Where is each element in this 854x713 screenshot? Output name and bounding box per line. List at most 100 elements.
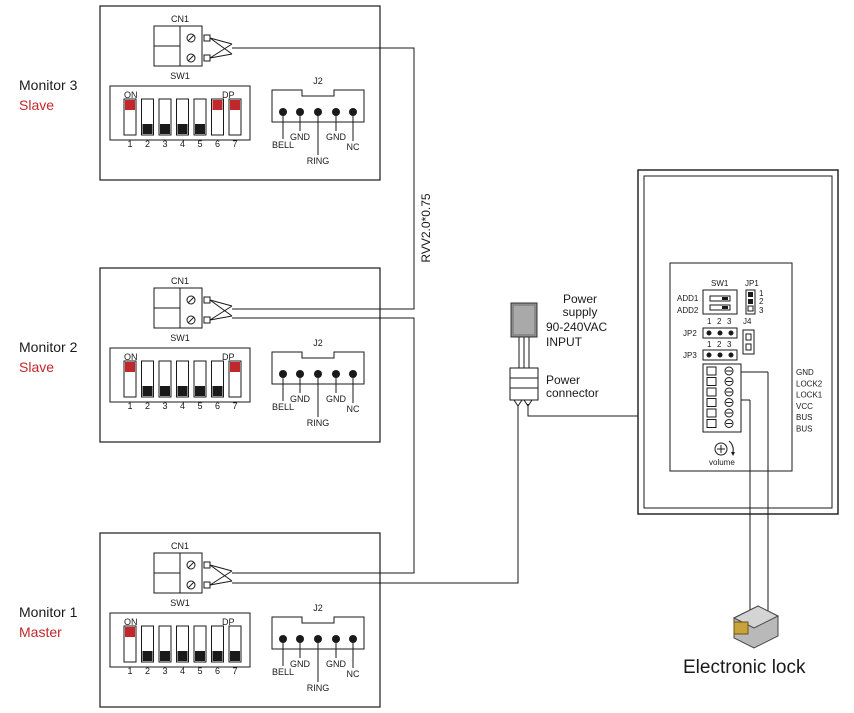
j2-connector [271, 351, 365, 385]
j2-pin [314, 370, 322, 378]
dip-number: 1 [127, 666, 132, 676]
door-add1-label: ADD1 [677, 294, 699, 303]
power-supply-label-1: Power [563, 292, 597, 306]
j2-pin-label: BELL [272, 667, 294, 677]
dip-number: 4 [180, 666, 185, 676]
dip-off [142, 386, 153, 396]
j2-pin [296, 635, 304, 643]
door-sw1-switch [702, 289, 738, 315]
cn1-pin [203, 561, 211, 569]
j2-pin [349, 108, 357, 116]
terminal-label-bus: BUS [796, 425, 812, 434]
j2-pin [332, 108, 340, 116]
power-supply: Power supply 90-240VAC INPUT [510, 292, 607, 368]
dip-number: 4 [180, 139, 185, 149]
dip-off [212, 651, 223, 661]
j2-pin-label: NC [347, 669, 360, 679]
dip-number: 5 [197, 139, 202, 149]
dip-number: 1 [127, 401, 132, 411]
sw1-switch [109, 612, 251, 668]
dip-on [125, 100, 135, 110]
dip-off [177, 386, 188, 396]
power-connector-icon [509, 367, 539, 401]
j2-pin [279, 635, 287, 643]
j2-pin [349, 635, 357, 643]
dip-off [177, 651, 188, 661]
cn1-pin [203, 54, 211, 62]
terminal-label-bus: BUS [796, 413, 812, 422]
terminal-slot [706, 377, 717, 386]
j2-pin [349, 370, 357, 378]
dip-off [195, 124, 205, 134]
monitor-panel [99, 267, 381, 443]
door-jp1-label: JP1 [745, 279, 759, 288]
cn1-pin [203, 316, 211, 324]
door-j4-label: J4 [743, 317, 752, 326]
terminal-slot [706, 408, 717, 418]
j2-connector [271, 616, 365, 650]
j2-pin-label: GND [290, 132, 311, 142]
j2-pin-label: RING [307, 418, 330, 428]
sw1-on-label: ON [124, 352, 138, 362]
j2-connector [271, 89, 365, 123]
power-supply-label-4: INPUT [546, 335, 583, 349]
sw1-dp-label: DP [222, 352, 235, 362]
cn1-pin [203, 296, 211, 304]
j2-pin-label: BELL [272, 402, 294, 412]
dip-off [230, 651, 240, 661]
door-sw1-label: SW1 [711, 279, 729, 288]
terminal-label-lock1: LOCK1 [796, 391, 823, 400]
door-j4-connector [742, 329, 755, 355]
electronic-lock-label: Electronic lock [683, 657, 806, 678]
j2-pin-label: NC [347, 142, 360, 152]
dip-number: 6 [215, 401, 220, 411]
dip-number: 3 [162, 401, 167, 411]
electronic-lock: Electronic lock [683, 605, 806, 678]
door-jp3-label: JP3 [683, 351, 697, 360]
dip-on [230, 100, 240, 110]
dip-number: 7 [232, 139, 237, 149]
monitor-panel [99, 5, 381, 181]
door-station: SW1 ADD1 ADD2 JP1 1 2 3 1 2 3 JP2 J4 1 2… [637, 169, 839, 515]
j2-pin [314, 635, 322, 643]
cn1-label: CN1 [171, 14, 189, 24]
dip-number: 7 [232, 401, 237, 411]
j2-pin [314, 108, 322, 116]
dip-off [195, 651, 205, 661]
dip-off [142, 124, 153, 134]
terminal-slot [706, 387, 717, 397]
dip-number: 6 [215, 666, 220, 676]
cn1-pin [203, 34, 211, 42]
sw1-on-label: ON [124, 617, 138, 627]
monitor-name: Monitor 3 [19, 77, 78, 93]
j2-pin-label: GND [326, 394, 347, 404]
j2-pin [296, 108, 304, 116]
dip-on [212, 100, 223, 110]
monitor-name: Monitor 1 [19, 604, 78, 620]
lock-wires [741, 371, 769, 612]
j2-pin-label: RING [307, 683, 330, 693]
j2-pin-label: BELL [272, 140, 294, 150]
dip-number: 3 [162, 139, 167, 149]
bus-wires [232, 47, 700, 584]
terminal-slot [706, 419, 717, 428]
dip-off [160, 651, 170, 661]
cable-spec: RVV2.0*0.75 [419, 193, 433, 262]
j2-pin-label: GND [326, 132, 347, 142]
terminal-label-lock2: LOCK2 [796, 379, 823, 388]
j2-label: J2 [313, 76, 323, 86]
dip-off [160, 124, 170, 134]
monitor-name: Monitor 2 [19, 339, 78, 355]
power-connector-label-2: connector [546, 386, 599, 400]
volume-label: volume [709, 458, 735, 467]
door-jp1-pin-2: 2 [759, 297, 764, 306]
sw1-label: SW1 [170, 71, 190, 81]
sw1-switch [109, 85, 251, 141]
door-jp3-num-1: 1 [707, 340, 712, 349]
dip-number: 5 [197, 666, 202, 676]
dip-number: 6 [215, 139, 220, 149]
dip-on [125, 362, 135, 372]
